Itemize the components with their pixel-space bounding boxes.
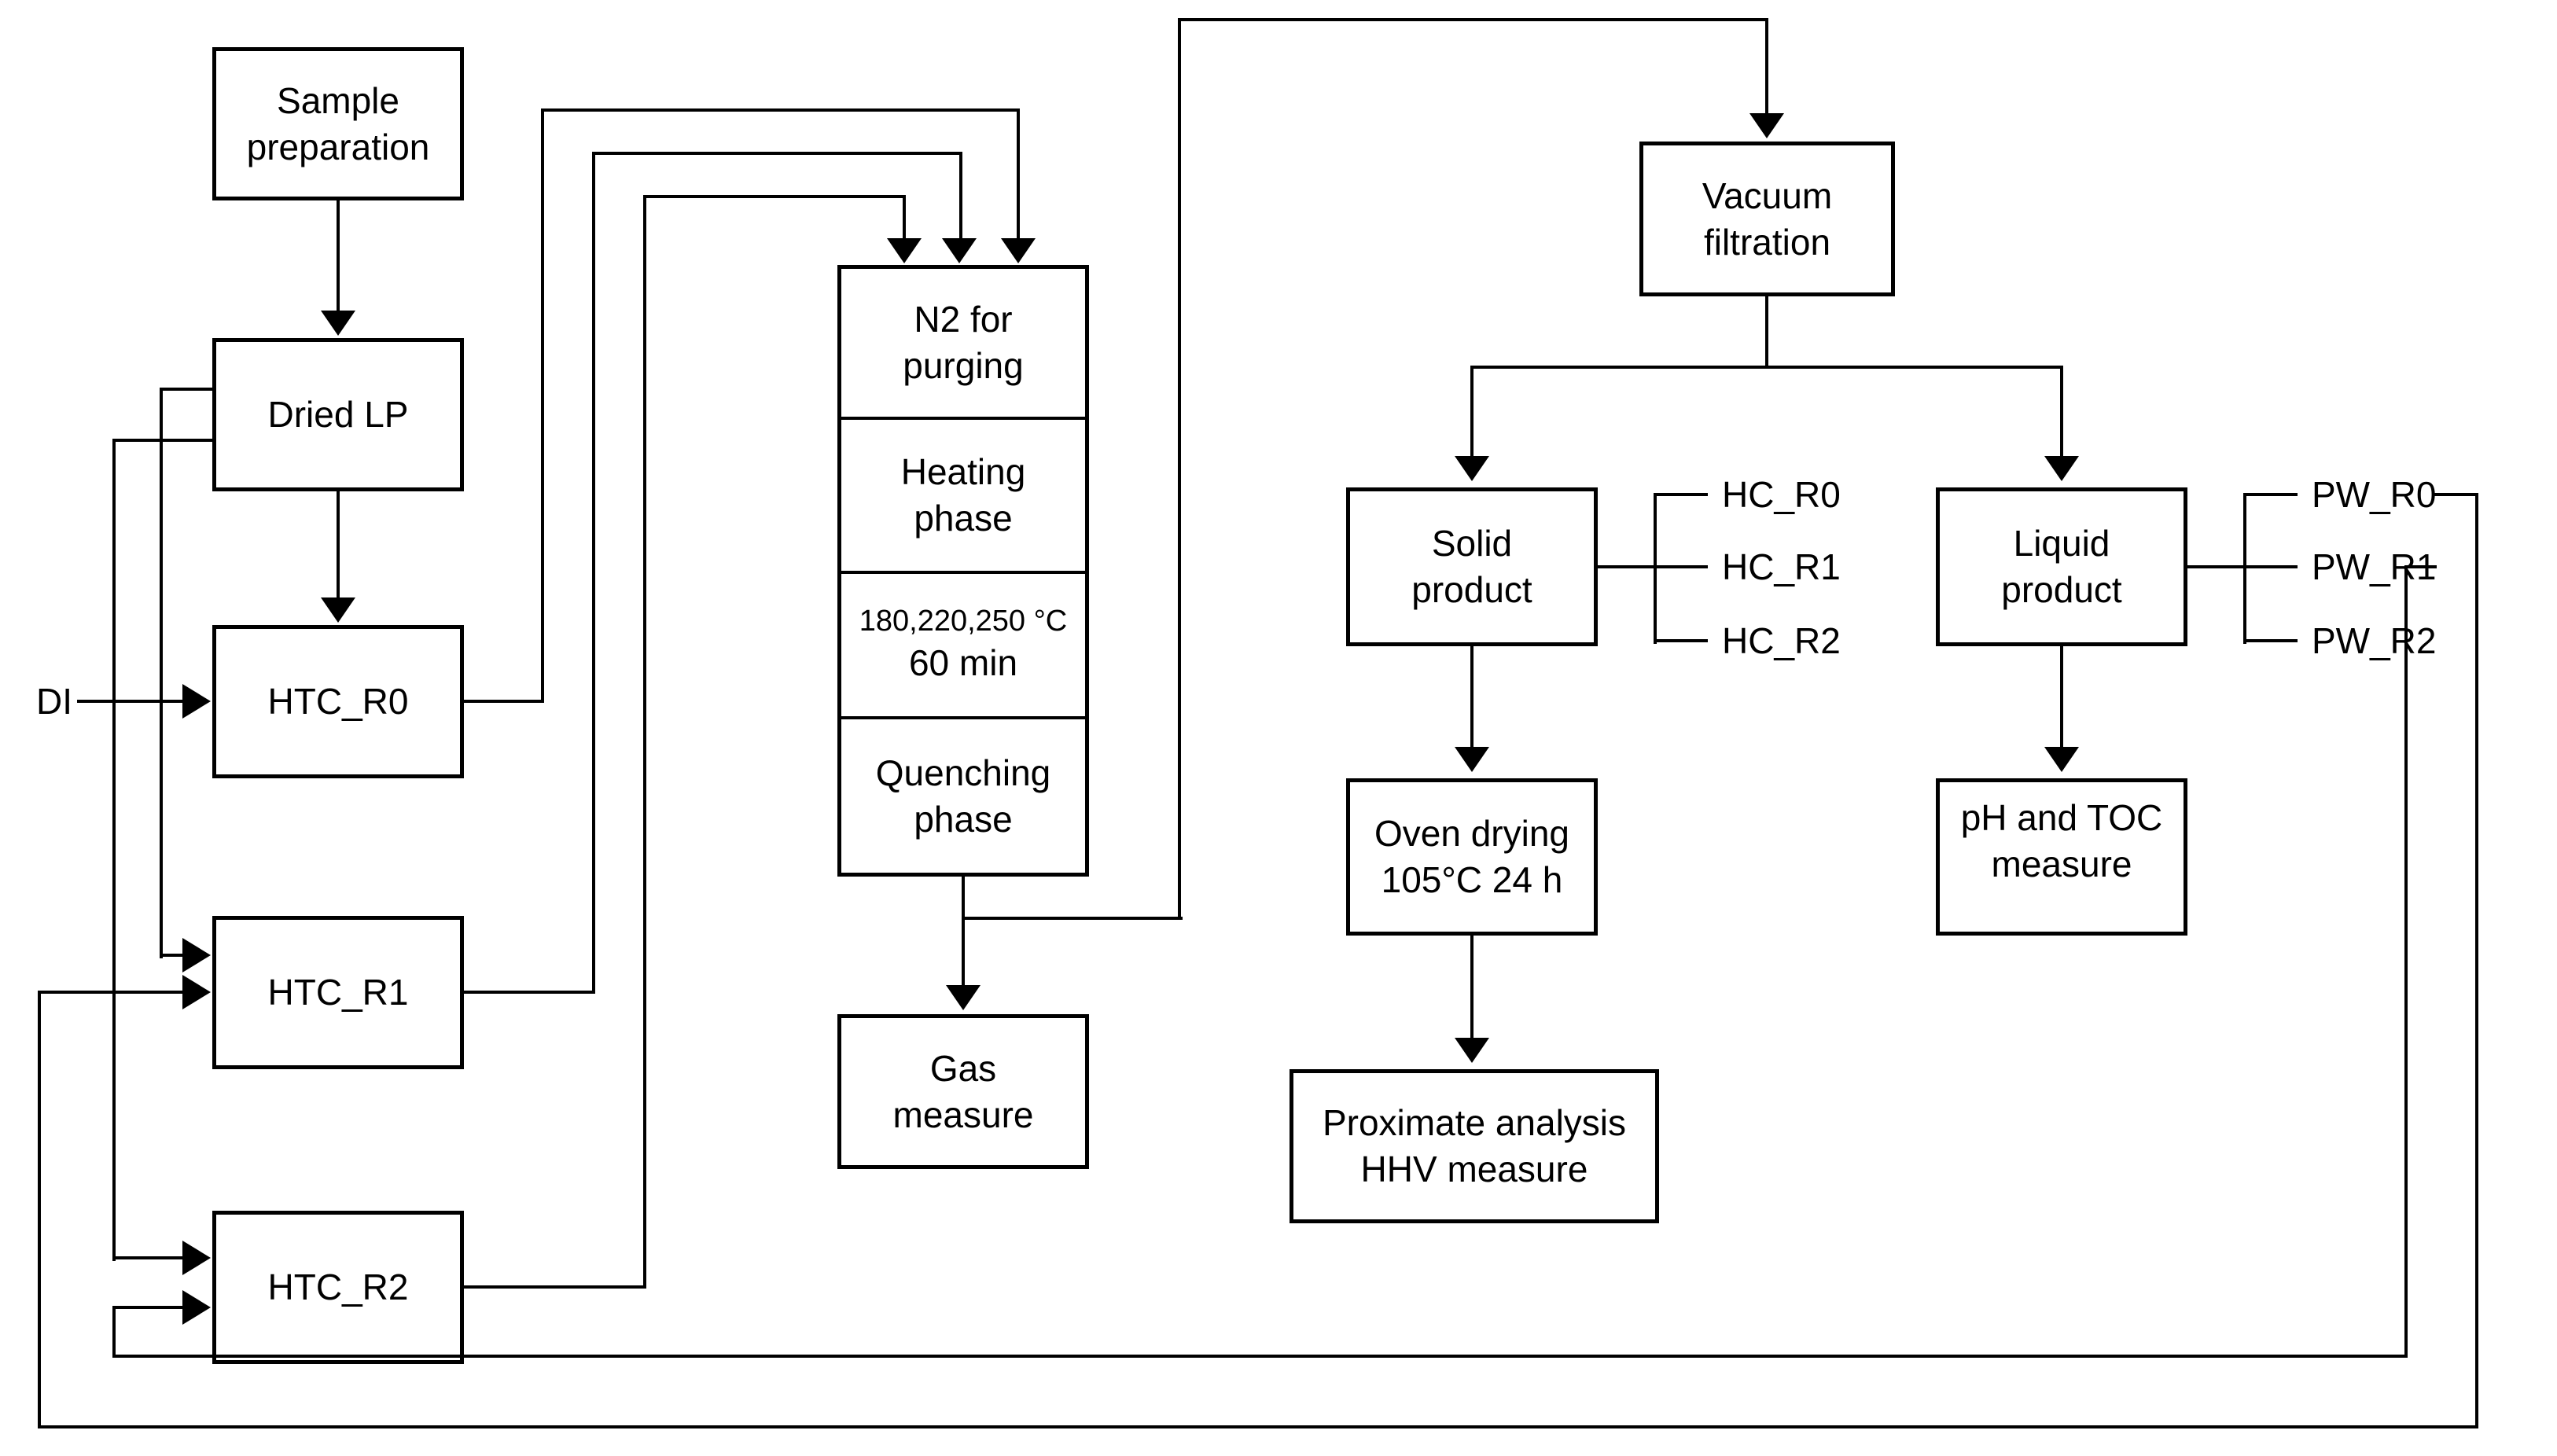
line-split-to-solid [1470,366,1473,456]
line-laneB-driedlp-to-htcr2 [112,439,116,1261]
line-htcr2-feed-in [112,1256,187,1259]
line-htcr0-riser [541,108,544,703]
line-split-horizontal [1470,366,2063,369]
node-oven-drying: Oven drying 105°C 24 h [1346,778,1598,936]
line-htcr1-out [464,991,595,994]
line-liquid-to-phtoc [2060,646,2063,747]
line-pw-bracket [2243,493,2246,644]
line-htcr0-drop [1017,108,1020,241]
arrowhead-feed-into-htcr2-icon [182,1241,211,1275]
line-vacuum-topline [1178,18,1768,21]
node-dried-lp: Dried LP [212,338,464,491]
line-vacuum-drop [1765,18,1768,113]
line-htcr1-drop [959,152,962,241]
arrowhead-into-vacuum-icon [1749,113,1784,138]
line-pwr0-left-lane [38,991,41,1428]
line-pwr0-into-htcr1 [38,991,187,994]
stack-segment-heating-phase: Heating phase [841,417,1085,571]
line-laneA-driedlp-to-htcr1 [160,388,163,958]
line-htcr2-out [464,1285,646,1289]
line-vacuum-riser [1178,18,1181,920]
line-hc-tick-r2 [1654,639,1708,642]
node-reactor-program-stack: N2 for purging Heating phase 180,220,250… [837,265,1089,877]
label-pw-r2: PW_R2 [2312,620,2437,661]
stack-segment-conditions: 180,220,250 °C 60 min [841,571,1085,716]
line-htcr1-riser [592,152,595,994]
label-pw-r0: PW_R0 [2312,474,2437,515]
line-driedlp-stub-lower [112,439,215,442]
stack-conditions-temperatures: 180,220,250 °C [859,605,1068,638]
node-vacuum-filtration: Vacuum filtration [1639,142,1895,296]
node-htc-r1: HTC_R1 [212,916,464,1069]
line-pwr1-right-lane [2404,565,2408,1358]
line-split-to-liquid [2060,366,2063,456]
arrowhead-into-driedlp-icon [321,311,355,336]
line-pw-tick-r2 [2243,639,2298,642]
node-sample-preparation: Sample preparation [212,47,464,200]
node-liquid-product: Liquid product [1936,487,2187,646]
line-htcr2-drop [903,195,906,241]
line-oven-to-proximate [1470,936,1473,1038]
line-hc-bracket [1654,493,1657,644]
node-solid-product: Solid product [1346,487,1598,646]
line-htcr2-overhead [643,195,906,198]
arrowhead-htcr2-into-stack-icon [887,238,922,263]
arrowhead-feed-into-htcr1-icon [182,938,211,973]
arrowhead-htcr1-into-stack-icon [942,238,977,263]
line-driedlp-stub-upper [160,388,215,391]
line-pw-tick-r0 [2243,493,2298,496]
arrowhead-into-gas-measure-icon [946,985,980,1010]
arrowhead-di-into-htcr0-icon [182,684,211,719]
line-driedlp-to-htcr0 [337,491,340,601]
line-pw-bracket-stub [2187,565,2298,568]
arrowhead-into-liquid-icon [2044,456,2079,481]
label-hc-r2: HC_R2 [1722,620,1841,661]
line-htcr1-feed-in [160,954,187,957]
arrowhead-recycle-into-htcr2-icon [182,1290,211,1325]
label-hc-r0: HC_R0 [1722,474,1841,515]
arrowhead-into-solid-icon [1455,456,1489,481]
line-quenching-to-gas [962,877,965,987]
line-htcr0-out [464,700,544,703]
line-pwr0-bottom-run [38,1425,2478,1428]
arrowhead-into-oven-icon [1455,747,1489,772]
line-solid-to-oven [1470,646,1473,747]
line-pwr0-tail [2434,493,2478,496]
line-hc-tick-r0 [1654,493,1708,496]
node-htc-r0: HTC_R0 [212,625,464,778]
line-htcr0-overhead [541,108,1020,112]
stack-segment-n2-purging: N2 for purging [903,299,1024,386]
node-htc-r2: HTC_R2 [212,1211,464,1364]
line-vacuum-out [1765,296,1768,369]
line-htcr1-overhead [592,152,962,155]
line-sample-to-driedlp [337,200,340,314]
node-gas-measure: Gas measure [837,1014,1089,1169]
line-pwr0-right-lane [2475,493,2478,1428]
arrowhead-into-phtoc-icon [2044,747,2079,772]
stack-segment-quenching-phase: Quenching phase [841,716,1085,873]
node-ph-toc-measure: pH and TOC measure [1936,778,2187,936]
arrowhead-into-htcr0-icon [321,597,355,623]
line-di-to-htcr0 [77,700,187,703]
arrowhead-htcr0-into-stack-icon [1001,238,1036,263]
label-di-input: DI [36,681,72,722]
node-proximate-analysis: Proximate analysis HHV measure [1290,1069,1659,1223]
line-quenching-branch [962,917,1183,920]
arrowhead-into-proximate-icon [1455,1038,1489,1063]
line-pwr1-bottom-run [112,1355,2408,1358]
line-pwr1-into-htcr2 [112,1306,187,1309]
line-htcr2-riser [643,195,646,1289]
line-hc-bracket-stub [1598,565,1708,568]
arrowhead-recycle-into-htcr1-icon [182,975,211,1009]
label-hc-r1: HC_R1 [1722,546,1841,587]
stack-conditions-duration: 60 min [908,642,1018,683]
line-pwr1-tail [2404,565,2437,568]
line-pwr1-left-lane [112,1306,116,1358]
